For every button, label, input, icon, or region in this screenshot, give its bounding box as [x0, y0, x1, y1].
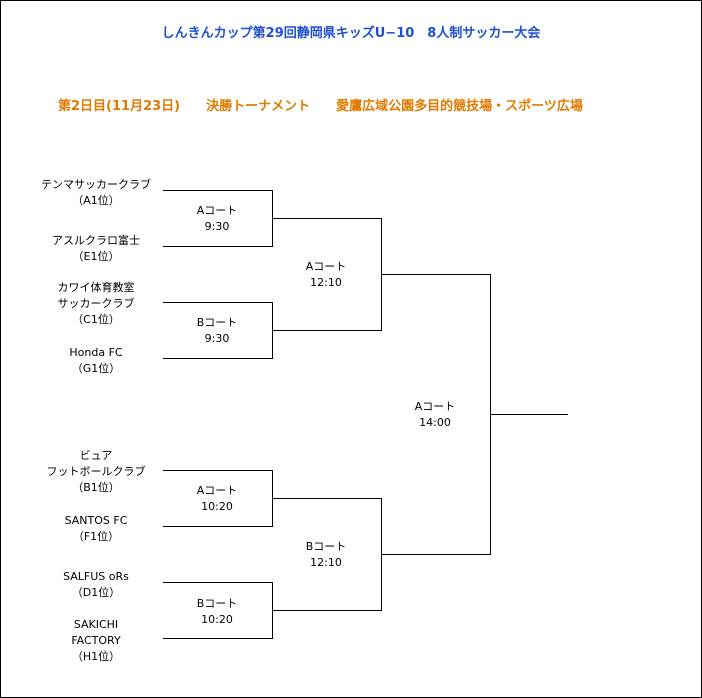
bracket-line [272, 330, 382, 331]
bracket-line [272, 498, 382, 499]
team-seed: （A1位） [72, 194, 120, 207]
team-entry: アスルクラロ富士 （E1位） [21, 233, 171, 265]
team-seed: （B1位） [72, 481, 120, 494]
team-entry: カワイ体育教室 サッカークラブ （C1位） [21, 280, 171, 328]
team-seed: （F1位） [72, 530, 120, 543]
bracket-line [163, 526, 273, 527]
team-entry: Honda FC （G1位） [21, 345, 171, 377]
match-time: 14:00 [419, 416, 451, 429]
team-name: テンマサッカークラブ [41, 178, 151, 191]
match-time: 9:30 [204, 332, 230, 345]
match-court: Aコート [196, 204, 238, 217]
team-entry: SALFUS oRs （D1位） [21, 569, 171, 601]
match-label: Aコート 12:10 [286, 259, 366, 291]
final-match-label: Aコート 14:00 [395, 399, 475, 431]
bracket-line [163, 638, 273, 639]
team-entry: SAKICHI FACTORY （H1位） [21, 617, 171, 665]
match-court: Bコート [196, 316, 238, 329]
bracket-line [381, 274, 491, 275]
team-name: Honda FC [69, 346, 123, 359]
match-label: Bコート 9:30 [177, 315, 257, 347]
bracket-line [272, 610, 382, 611]
bracket-line [163, 246, 273, 247]
team-name: フットボールクラブ [46, 465, 146, 478]
team-name: SAKICHI [73, 618, 119, 631]
team-entry: SANTOS FC （F1位） [21, 513, 171, 545]
team-entry: テンマサッカークラブ （A1位） [21, 177, 171, 209]
team-seed: （D1位） [71, 586, 121, 599]
match-label: Bコート 12:10 [286, 539, 366, 571]
match-court: Aコート [305, 260, 347, 273]
bracket-line [163, 470, 273, 471]
bracket-line [381, 554, 491, 555]
team-name: カワイ体育教室 [57, 281, 135, 294]
match-time: 10:20 [201, 500, 233, 513]
team-seed: （C1位） [72, 313, 120, 326]
team-name: サッカークラブ [57, 297, 135, 310]
schedule-subtitle: 第2日目(11月23日) 決勝トーナメント 愛鷹広域公園多目的競技場・スポーツ広… [58, 99, 583, 114]
bracket-line [272, 218, 382, 219]
match-time: 12:10 [310, 276, 342, 289]
team-name: ビュア [79, 449, 113, 462]
team-name: SANTOS FC [64, 514, 128, 527]
match-time: 12:10 [310, 556, 342, 569]
team-seed: （E1位） [72, 250, 120, 263]
bracket-line [163, 358, 273, 359]
match-court: Aコート [414, 400, 456, 413]
team-seed: （H1位） [71, 650, 121, 663]
match-time: 9:30 [204, 220, 230, 233]
bracket-line [163, 190, 273, 191]
match-court: Aコート [196, 484, 238, 497]
bracket-line [163, 582, 273, 583]
tournament-title: しんきんカップ第29回静岡県キッズU−10 8人制サッカー大会 [161, 26, 541, 41]
match-label: Bコート 10:20 [177, 596, 257, 628]
match-label: Aコート 10:20 [177, 483, 257, 515]
team-name: SALFUS oRs [63, 570, 129, 583]
team-entry: ビュア フットボールクラブ （B1位） [21, 448, 171, 496]
match-court: Bコート [196, 597, 238, 610]
match-time: 10:20 [201, 613, 233, 626]
bracket-line [163, 302, 273, 303]
champion-line [490, 414, 568, 415]
match-court: Bコート [305, 540, 347, 553]
team-seed: （G1位） [71, 362, 121, 375]
team-name: アスルクラロ富士 [52, 234, 140, 247]
match-label: Aコート 9:30 [177, 203, 257, 235]
team-name: FACTORY [71, 634, 121, 647]
